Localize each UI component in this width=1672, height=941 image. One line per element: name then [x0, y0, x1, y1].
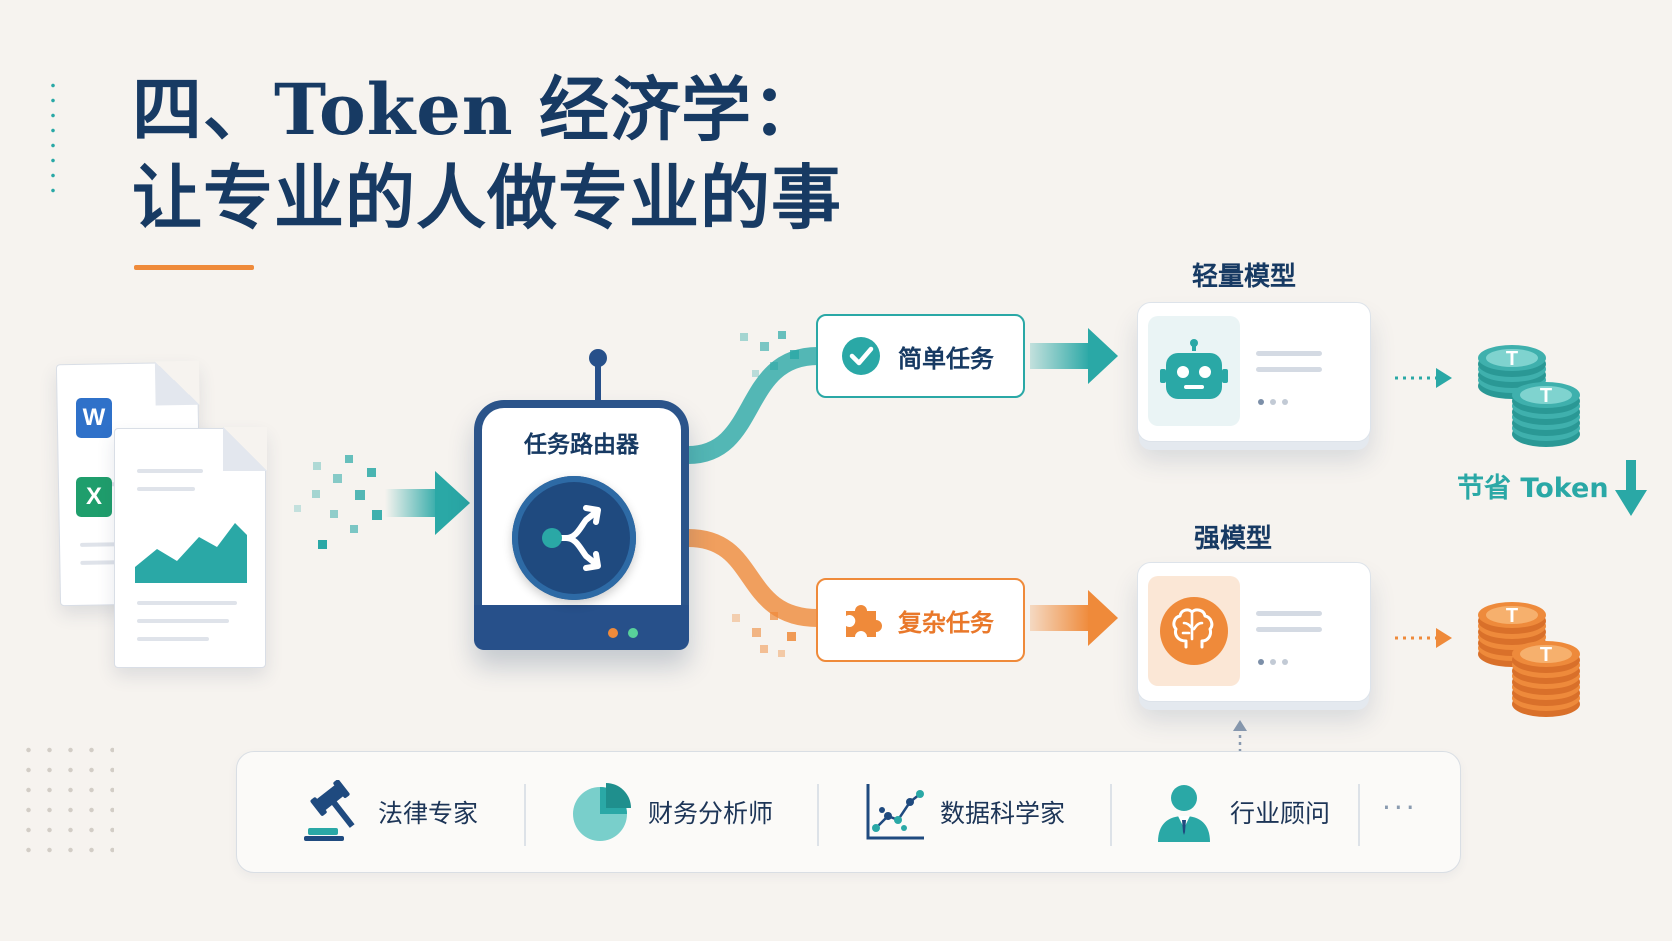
- simple-to-light-arrow-head: [1088, 328, 1118, 384]
- decorative-dots-grid: [18, 740, 114, 854]
- coin-top-face: [1486, 606, 1538, 624]
- light-model-title: 轻量模型: [1192, 262, 1297, 292]
- puzzle-icon: [846, 605, 882, 637]
- orange-route-curve: [687, 529, 819, 627]
- scatter-chart-icon: [866, 784, 924, 840]
- expert-finance: 财务分析师: [570, 779, 773, 845]
- orange-pixel-stream: [732, 612, 796, 657]
- gavel-icon: [304, 780, 355, 841]
- input-pixel-stream: [294, 455, 382, 549]
- simple-task-label: 简单任务: [898, 344, 994, 373]
- expert-divider: [817, 784, 819, 846]
- complex-task-box: 复杂任务: [816, 578, 1025, 662]
- save-down-arrow-shaft: [1626, 460, 1636, 494]
- token-coin-glyph: T: [1506, 605, 1518, 627]
- strong-model-card: [1137, 562, 1371, 702]
- person-icon: [1158, 785, 1210, 842]
- area-chart-icon: [135, 523, 247, 583]
- strong-to-tokens-arrow-head: [1436, 628, 1452, 648]
- teal-route-curve: [687, 347, 819, 464]
- router-label: 任务路由器: [524, 432, 639, 458]
- card-dot: [1258, 399, 1264, 405]
- coin-top-face: [1520, 645, 1572, 663]
- orange-token-stack: TT: [1478, 602, 1580, 717]
- experts-to-strong-arrow-head: [1233, 720, 1247, 731]
- expert-divider: [1110, 784, 1112, 846]
- page-title: 四、Token 经济学： 让专业的人做专业的事: [132, 66, 842, 242]
- card-dot: [1270, 659, 1276, 665]
- save-down-arrow-head: [1615, 490, 1647, 516]
- expert-divider: [1358, 784, 1360, 846]
- token-coin-glyph: T: [1540, 385, 1552, 407]
- expert-divider: [524, 784, 526, 846]
- expert-data-science: 数据科学家: [862, 779, 1065, 845]
- card-dot: [1270, 399, 1276, 405]
- doc-text-line: [137, 601, 237, 605]
- token-coin-glyph: T: [1540, 644, 1552, 666]
- document-front: [114, 427, 267, 668]
- document-fold: [223, 427, 267, 471]
- expert-industry: 行业顾问: [1152, 779, 1330, 845]
- coin-top-face: [1520, 386, 1572, 404]
- router-antenna: [589, 349, 607, 404]
- doc-text-line: [137, 469, 203, 473]
- split-route-icon: [542, 505, 601, 571]
- more-experts-ellipsis: ···: [1382, 791, 1418, 824]
- word-icon: W: [76, 398, 112, 438]
- pie-chart-icon: [573, 783, 631, 841]
- title-line-1: 四、Token 经济学：: [132, 68, 824, 151]
- teal-token-stack: TT: [1478, 345, 1580, 447]
- card-line: [1256, 611, 1322, 616]
- complex-to-strong-arrow-shaft: [1030, 605, 1090, 631]
- experts-bar: [236, 751, 1461, 873]
- expert-legal-label: 法律专家: [378, 799, 479, 828]
- excel-icon: X: [76, 477, 112, 517]
- robot-icon: [1160, 339, 1228, 399]
- router-led-orange: [608, 628, 618, 638]
- expert-finance-label: 财务分析师: [648, 799, 774, 828]
- save-token-label: 节省 Token: [1457, 473, 1609, 504]
- router-led-green: [628, 628, 638, 638]
- router-base: [474, 605, 689, 650]
- light-model-card: [1137, 302, 1371, 442]
- light-to-tokens-arrow-head: [1436, 368, 1452, 388]
- title-line-2: 让专业的人做专业的事: [132, 156, 842, 239]
- token-coin-glyph: T: [1506, 348, 1518, 370]
- simple-to-light-arrow-shaft: [1030, 343, 1090, 369]
- title-underline: [134, 265, 254, 270]
- complex-task-label: 复杂任务: [898, 608, 994, 637]
- doc-text-line: [137, 637, 209, 641]
- expert-legal: 法律专家: [300, 779, 478, 845]
- doc-text-line: [137, 487, 195, 491]
- input-arrow-shaft: [385, 489, 435, 517]
- doc-text-line: [137, 619, 229, 623]
- card-line: [1256, 351, 1322, 356]
- brain-icon: [1160, 597, 1228, 665]
- card-dot: [1282, 659, 1288, 665]
- card-dot: [1282, 399, 1288, 405]
- strong-model-title: 强模型: [1194, 524, 1273, 554]
- card-line: [1256, 367, 1322, 372]
- input-arrow-head: [435, 471, 470, 535]
- coin-top-face: [1486, 349, 1538, 367]
- card-line: [1256, 627, 1322, 632]
- check-circle-icon: [842, 337, 880, 375]
- document-fold: [154, 360, 200, 406]
- card-dot: [1258, 659, 1264, 665]
- expert-data-science-label: 数据科学家: [940, 799, 1066, 828]
- simple-task-box: 简单任务: [816, 314, 1025, 398]
- decorative-dots-vertical: [50, 78, 56, 198]
- teal-pixel-stream: [740, 331, 799, 377]
- expert-industry-label: 行业顾问: [1230, 799, 1331, 828]
- complex-to-strong-arrow-head: [1088, 590, 1118, 646]
